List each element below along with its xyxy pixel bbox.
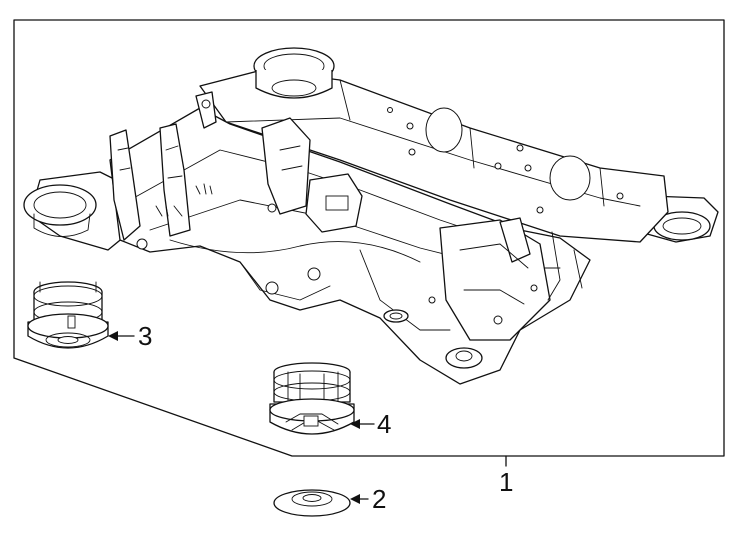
crossmember-assembly: [23, 47, 719, 385]
part-4-bushing: [269, 362, 355, 435]
callout-1: 1: [499, 467, 513, 497]
callout-4: 4: [377, 409, 391, 439]
callout-2: 2: [372, 484, 386, 514]
part-3-bushing: [27, 281, 109, 349]
callout-leaders: [108, 331, 507, 504]
callout-3: 3: [138, 321, 152, 351]
part-2-washer: [273, 489, 351, 517]
assembly-boundary: [13, 19, 725, 457]
